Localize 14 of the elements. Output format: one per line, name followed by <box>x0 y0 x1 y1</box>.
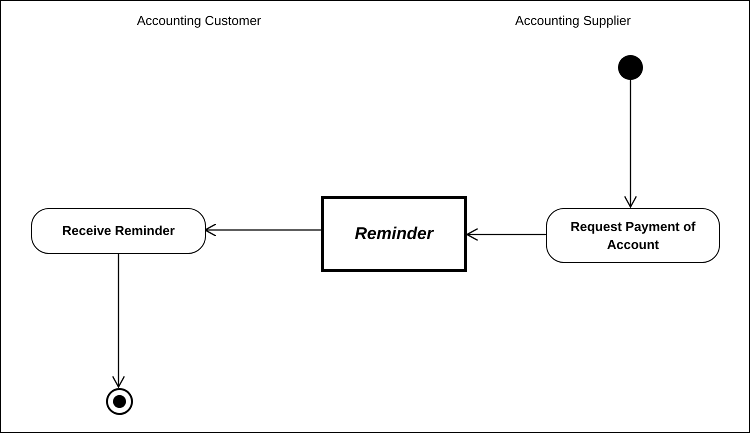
action-node <box>546 208 720 263</box>
lane-heading: Accounting Supplier <box>515 12 631 30</box>
final-node <box>106 388 133 415</box>
initial-node <box>618 55 643 80</box>
object-node <box>321 196 467 272</box>
node-label: Reminder <box>354 223 434 246</box>
lane-heading: Accounting Customer <box>136 12 262 30</box>
arrow <box>466 228 546 242</box>
action-node <box>31 208 206 254</box>
arrow <box>204 223 321 237</box>
arrow <box>112 253 126 388</box>
node-label: Receive Reminder <box>62 222 175 240</box>
node-label: Request Payment of Account <box>570 218 696 254</box>
arrow <box>624 79 638 208</box>
